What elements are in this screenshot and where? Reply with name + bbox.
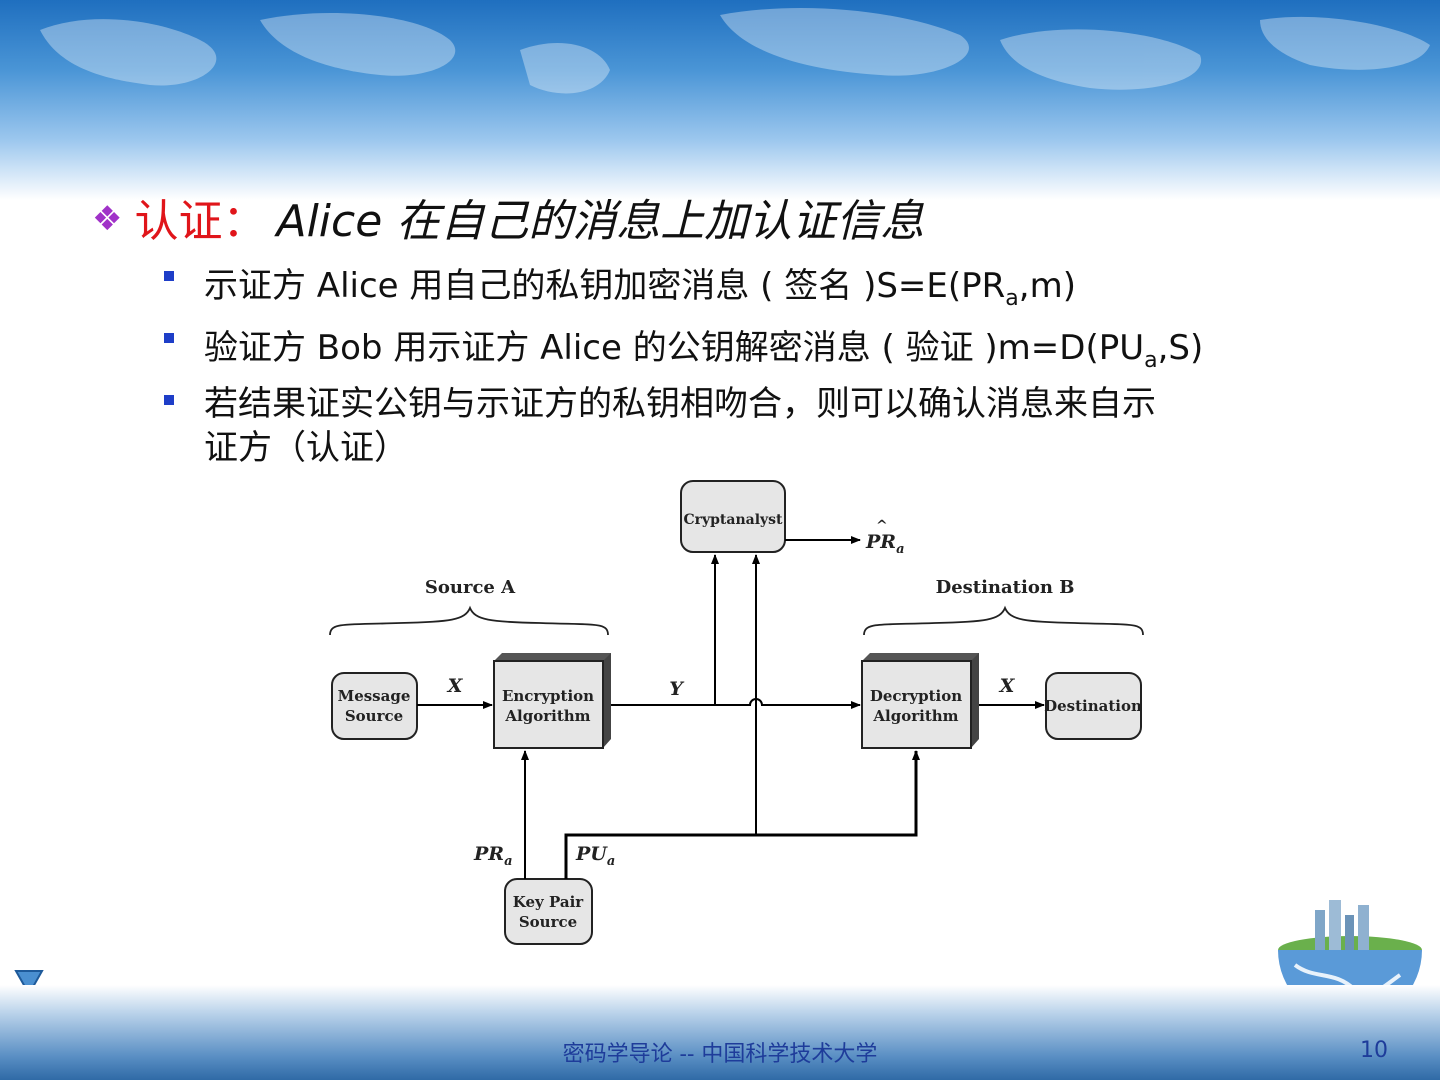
sub-bullet-1-text: 示证方 Alice 用自己的私钥加密消息 ( 签名 )S=E(PR (204, 266, 1006, 306)
main-bullet: ❖ 认证：Alice 在自己的消息上加认证信息 (92, 185, 924, 249)
encryption-line2: Algorithm (504, 707, 590, 725)
footer-band (0, 985, 1440, 1080)
decryption-line1: Decryption (870, 687, 962, 705)
decryption-line2: Algorithm (872, 707, 958, 725)
message-source-box (331, 672, 418, 740)
encryption-line1: Encryption (502, 687, 594, 705)
source-a-brace (329, 605, 609, 636)
sub-bullet-2-text: 验证方 Bob 用示证方 Alice 的公钥解密消息 ( 验证 )m=D(PU (204, 328, 1145, 368)
square-bullet-icon (164, 271, 174, 281)
message-source-line1: Message (338, 687, 411, 705)
square-bullet-icon (164, 333, 174, 343)
diamond-bullet-icon: ❖ (92, 199, 123, 239)
square-bullet-icon (164, 395, 174, 405)
estimate-hat: ^ (876, 518, 888, 534)
destination-box (1045, 672, 1142, 740)
y-label: Y (669, 678, 685, 700)
cryptanalyst-label: Cryptanalyst (683, 512, 783, 528)
sub-bullet-3-line2: 证方（认证） (204, 428, 408, 468)
destination-label: Destination (1044, 697, 1142, 715)
page-number: 10 (1360, 1038, 1388, 1063)
pr-label: PRa (473, 843, 513, 869)
public-key-path (564, 750, 920, 879)
world-map-decoration (40, 7, 1430, 94)
header-banner (0, 0, 1440, 200)
estimate-label: PRa (865, 531, 905, 557)
bullet-term: 认证： (134, 196, 267, 247)
footer-title: 密码学导论 -- 中国科学技术大学 (562, 1042, 878, 1067)
sub-bullet-2-subscript: a (1144, 347, 1158, 373)
sub-bullet-3-line1: 若结果证实公钥与示证方的私钥相吻合，则可以确认消息来自示 (204, 384, 1156, 424)
x-label-right: X (999, 675, 1016, 697)
y-channel (611, 698, 861, 709)
authentication-diagram: Cryptanalyst PRa ^ Source A Destination … (329, 480, 1144, 945)
bullet-title: Alice 在自己的消息上加认证信息 (276, 196, 925, 247)
cryptanalyst-box (680, 480, 786, 553)
pu-label: PUa (575, 843, 615, 869)
x-label-left: X (447, 675, 464, 697)
sub-bullet-1-tail: ,m) (1018, 266, 1076, 306)
sub-bullet-2-tail: ,S) (1157, 328, 1204, 368)
key-pair-line2: Source (519, 913, 577, 931)
key-pair-source-box (504, 878, 593, 945)
decryption-box (861, 660, 972, 749)
key-pair-line1: Key Pair (513, 893, 584, 911)
sub-bullet-1-subscript: a (1005, 285, 1019, 311)
destination-b-brace (863, 605, 1144, 636)
encryption-box (493, 660, 604, 749)
message-source-line2: Source (345, 707, 403, 725)
source-a-label: Source A (425, 577, 516, 598)
destination-b-label: Destination B (936, 577, 1075, 598)
down-triangle-icon[interactable] (14, 968, 44, 998)
